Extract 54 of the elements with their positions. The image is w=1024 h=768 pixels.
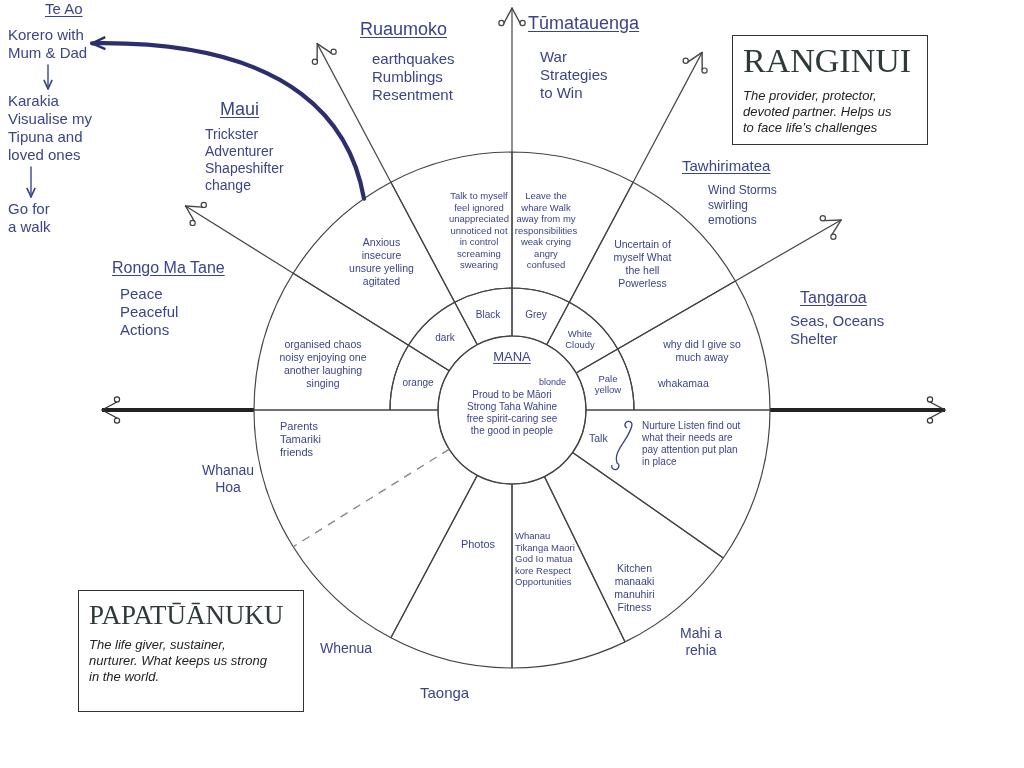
circle-text: blonde: [539, 377, 567, 388]
segment-text: Kitchen manaaki manuhiri Fitness: [613, 562, 656, 614]
description-text: War Strategies to Win: [540, 48, 609, 102]
curved-arrow: [89, 36, 367, 201]
arrow: [26, 166, 36, 198]
ring-segment: [252, 408, 452, 549]
segment-text: Uncertain of myself What the hell Powerless: [612, 238, 673, 290]
box-heading: PAPATŪĀNUKU: [89, 599, 284, 632]
sector-label: Mahi a rehia: [679, 625, 723, 659]
info-box: [732, 35, 928, 145]
circle-text: Proud to be Māori Strong Taha Wahine free spirit-caring see the good in people: [465, 389, 559, 437]
heading-text: Tūmatauenga: [528, 12, 640, 34]
segment-text: Grey: [524, 309, 548, 321]
description-text: Wind Storms swirling emotions: [708, 183, 778, 228]
sector-label: Taonga: [420, 684, 470, 702]
segment-text: whakamaa: [658, 377, 709, 390]
note-text: Karakia Visualise my Tipuna and loved ones: [8, 92, 96, 164]
ring-segment: [388, 473, 514, 670]
segment-text: organised chaos noisy enjoying one another laughing singing: [278, 338, 368, 390]
segment-text: Photos: [459, 538, 497, 551]
note-text: Go for a walk: [8, 200, 54, 236]
description-text: Trickster Adventurer Shapeshifter change: [205, 126, 285, 194]
segment-text: Talk: [589, 432, 608, 445]
segment-text: Parents Tamariki friends: [280, 420, 322, 459]
segment-text: why did I give so much away: [662, 338, 742, 364]
description-text: earthquakes Rumblings Resentment: [372, 50, 456, 104]
heading-text: Tawhirimatea: [682, 157, 771, 175]
segment-text: Black: [474, 309, 502, 321]
box-heading: RANGINUI: [743, 41, 912, 81]
info-box: [78, 590, 304, 712]
segment-text: White Cloudy: [564, 328, 596, 350]
heading-text: Ruaumoko: [360, 18, 448, 40]
heading-text: Te Ao: [45, 0, 83, 18]
segment-text: Nurture Listen find out what their needs are pay attention put plan in place: [642, 420, 742, 468]
box-text: The life giver, sustainer, nurturer. What keeps us strong in the world.: [89, 637, 268, 685]
sector-label: Whenua: [320, 640, 373, 657]
segment-text: orange: [401, 377, 435, 389]
segment-text: dark: [434, 332, 456, 344]
ring-segment: [388, 343, 452, 412]
segment-text: Whanau Tikanga Maori God Io matua kore Respect Opportunities: [515, 530, 575, 588]
description-text: Peace Peaceful Actions: [120, 285, 180, 339]
segment-text: Talk to myself feel ignored unappreciated unnoticed not in control screaming swearing: [448, 190, 510, 271]
heading-text: Rongo Ma Tane: [112, 258, 225, 278]
description-text: Seas, Oceans Shelter: [790, 312, 886, 348]
segment-text: Pale yellow: [593, 373, 623, 395]
heading-text: Tangaroa: [800, 288, 867, 308]
box-text: The provider, protector, devoted partner. Helps us to face life’s challenges: [743, 88, 893, 136]
circle-heading: MANA: [492, 349, 532, 365]
segment-text: Anxious insecure unsure yelling agitated: [348, 236, 415, 288]
sector-label: Whanau Hoa: [200, 462, 256, 496]
heading-text: Maui: [220, 98, 259, 120]
arrow: [43, 64, 53, 90]
segment-text: Leave the whare Walk away from my responsibilities weak crying angry confused: [514, 190, 578, 271]
note-text: Korero with Mum & Dad: [8, 26, 88, 62]
